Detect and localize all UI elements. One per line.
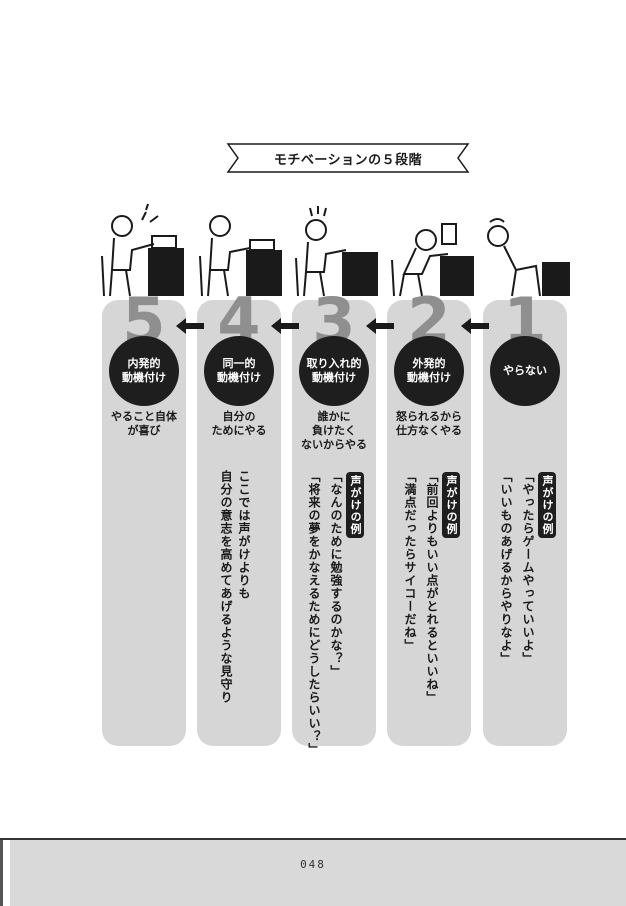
stage-5-label: 内発的 動機付け [109,336,179,406]
footer-edge [0,840,3,906]
arrow-left-icon [176,318,204,334]
stage-4-tip-line-1: ここでは声がけよりも [237,470,251,600]
stage-4-label: 同一的 動機付け [204,336,274,406]
person-leaning-back-icon [487,218,570,297]
stage-1-example-2: 「いいものあげるからやりなよ」 [499,470,513,665]
stage-2-example-2: 「満点だったらサイコーだね」 [403,470,417,652]
arrow-left-icon [271,318,299,334]
stage-2-description: 怒られるから 仕方なくやる [396,410,462,437]
stage-3-label: 取り入れ的 動機付け [299,336,369,406]
stage-3-example-badge: 声がけの例 [346,472,364,538]
person-at-desk-writing-icon [199,215,282,297]
stage-3-example-1: 「なんのために勉強するのかな？」 [329,470,343,678]
person-at-desk-focused-icon [295,206,378,297]
person-at-desk-joyful-icon [101,203,184,297]
page-title: モチベーションの５段階 [273,152,423,168]
arrow-left-icon [366,318,394,334]
stage-3-description: 誰かに 負けたく ないからやる [301,410,367,451]
title-banner: モチベーションの５段階 [226,142,470,174]
title-banner-frame [226,143,470,173]
stage-2-label: 外発的 動機付け [394,336,464,406]
stage-4-description: 自分の ためにやる [211,410,267,437]
stage-1-label: やらない [490,336,560,406]
footer-band [10,840,626,906]
stage-3-example-2: 「将来の夢をかなえるためにどうしたらいい？」 [307,470,321,756]
stage-2-example-badge: 声がけの例 [442,472,460,538]
arrow-left-icon [461,318,489,334]
page-number: 048 [300,858,326,871]
stage-1-example-1: 「やったらゲームやっていいよ」 [521,470,535,665]
stage-2-example-1: 「前回よりもいい点がとれるといいね」 [425,470,439,704]
stage-5-description: やること自体 が喜び [111,410,177,437]
person-at-desk-reluctant-icon [391,223,474,297]
footer-divider [0,838,626,840]
stage-4-tip-line-2: 自分の意志を高めてあげるような見守り [219,470,233,704]
stage-1-example-badge: 声がけの例 [538,472,556,538]
